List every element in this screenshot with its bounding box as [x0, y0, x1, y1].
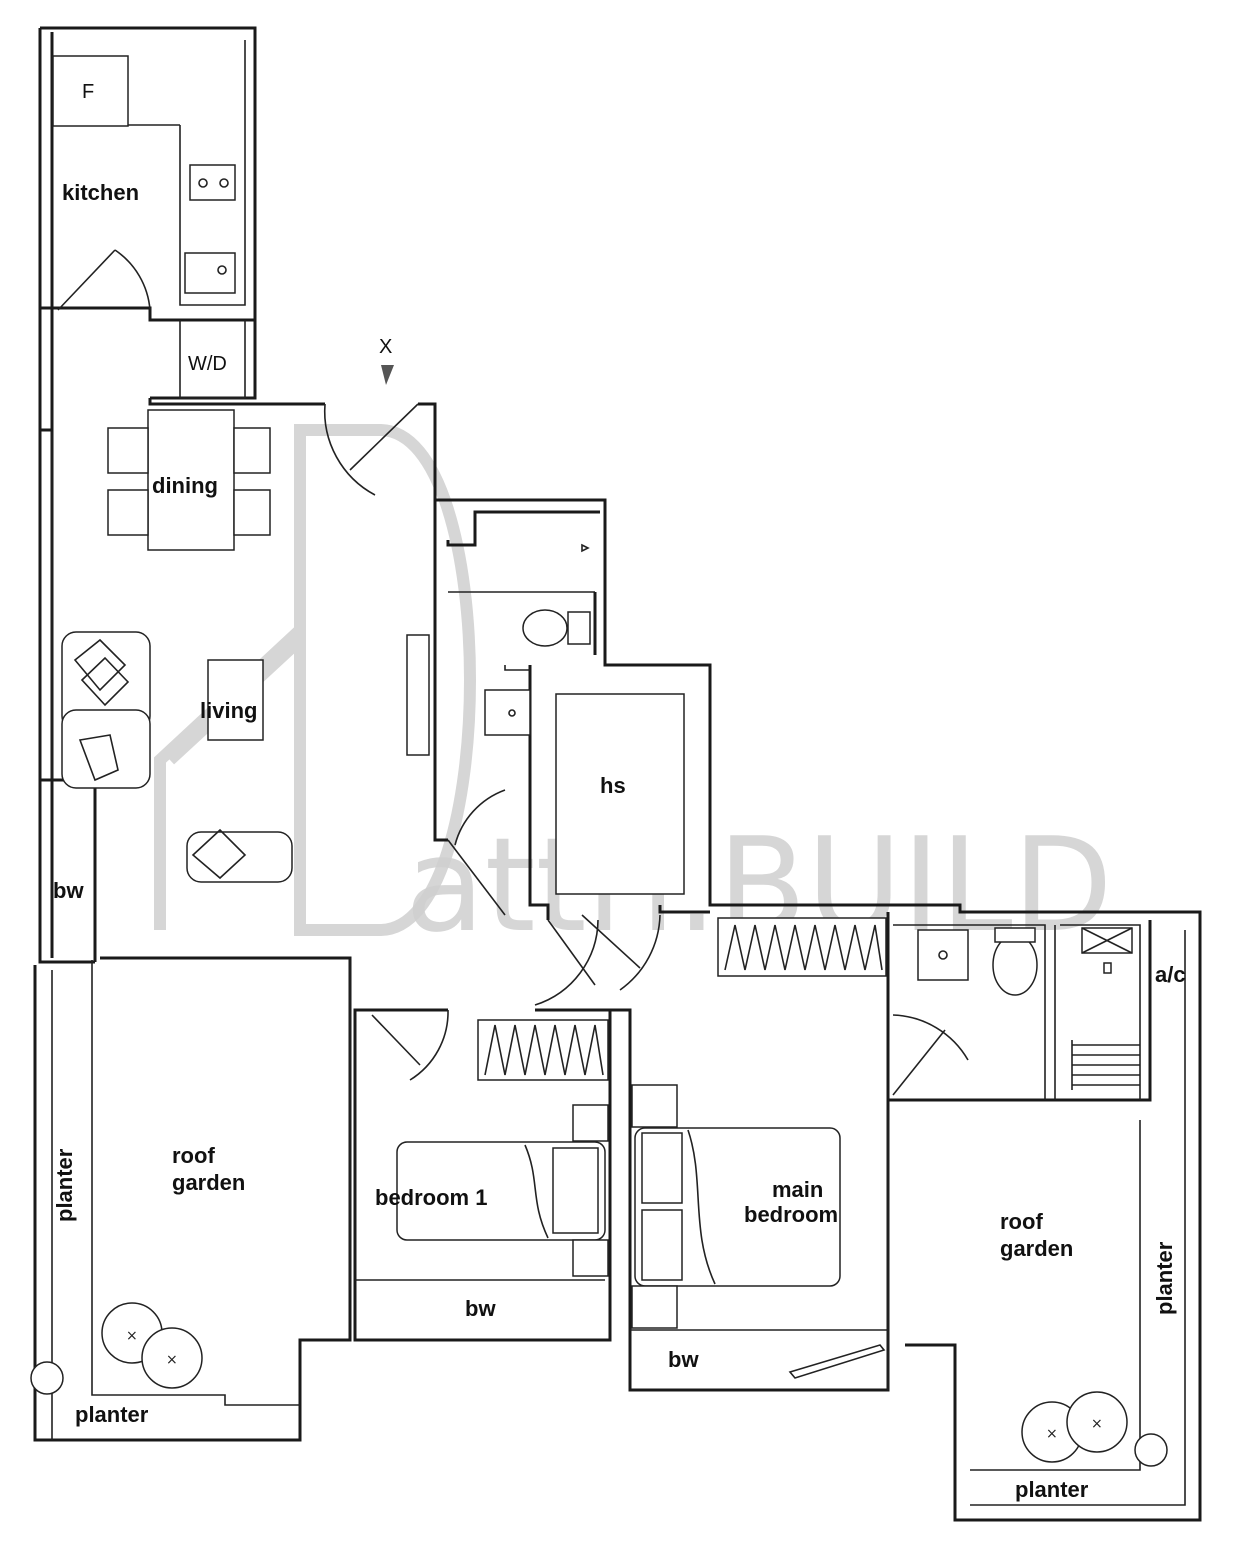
- tv-console: [406, 634, 430, 756]
- entrance-label: X: [379, 336, 392, 358]
- bedroom1-bed: [396, 1104, 609, 1277]
- toilet-icon: [992, 934, 1038, 996]
- entrance-marker: X: [379, 336, 394, 385]
- dining-chair: [107, 427, 149, 474]
- toilet-icon: [522, 609, 568, 647]
- arrow-down-icon: [381, 365, 394, 385]
- basin-icon: [917, 929, 969, 981]
- wardrobe: [477, 1019, 609, 1081]
- svg-text:×: ×: [1091, 1416, 1103, 1432]
- master-bath: [917, 927, 1133, 996]
- planter-right-vertical-label: planter: [1152, 1241, 1177, 1315]
- dining-chair: [107, 489, 149, 536]
- coffee-table: [207, 659, 264, 741]
- kitchen-label: kitchen: [62, 180, 139, 205]
- walls: [33, 26, 1202, 1522]
- bw-bedroom1-label: bw: [465, 1296, 496, 1321]
- dining-label: dining: [152, 473, 218, 498]
- svg-text:×: ×: [166, 1352, 178, 1368]
- living-furniture: [61, 631, 293, 883]
- bedroom1-label: bedroom 1: [375, 1185, 487, 1210]
- planter-pot: [1134, 1433, 1168, 1467]
- fridge-label: F: [82, 81, 94, 103]
- doors: [57, 249, 969, 1379]
- plant-icon: [1066, 1391, 1128, 1453]
- wd-label: W/D: [188, 353, 227, 375]
- kitchen-fixtures: F: [52, 55, 430, 756]
- plants: × × × ×: [30, 1302, 1168, 1467]
- dining-chair: [233, 427, 271, 474]
- planter-right-bottom-label: planter: [1015, 1477, 1089, 1502]
- living-label: living: [200, 698, 257, 723]
- main-bedroom-label-2: bedroom: [744, 1202, 838, 1227]
- fridge: [52, 55, 129, 127]
- plant-icon: [141, 1327, 203, 1389]
- wardrobes: [477, 917, 887, 1081]
- bw-living-label: bw: [53, 878, 84, 903]
- household-shelter: [555, 693, 685, 895]
- bw-main-label: bw: [668, 1347, 699, 1372]
- svg-text:×: ×: [126, 1328, 138, 1344]
- roof-garden-right-label-2: garden: [1000, 1236, 1073, 1261]
- dining-table: [147, 409, 235, 551]
- roof-garden-left-label-2: garden: [172, 1170, 245, 1195]
- sink-icon: [184, 252, 236, 294]
- main-bedroom-bed: [631, 1084, 841, 1329]
- roof-garden-left-label-1: roof: [172, 1143, 215, 1168]
- basin-icon: [484, 689, 531, 736]
- hs-label: hs: [600, 773, 626, 798]
- ac-label: a/c: [1155, 962, 1186, 987]
- dining-chair: [233, 489, 271, 536]
- watermark-d-shape: [294, 424, 476, 936]
- svg-text:×: ×: [1046, 1426, 1058, 1442]
- common-bath: [484, 543, 591, 736]
- roof-garden-right-label-1: roof: [1000, 1209, 1043, 1234]
- room-labels: kitchen W/D dining living hs bw roof gar…: [52, 180, 1186, 1502]
- armchair: [186, 831, 293, 883]
- planter-pot: [30, 1361, 64, 1395]
- planter-left-vertical-label: planter: [52, 1148, 77, 1222]
- wardrobe: [717, 917, 887, 977]
- planter-left-bottom-label: planter: [75, 1402, 149, 1427]
- main-bedroom-label-1: main: [772, 1177, 823, 1202]
- dining-set: [107, 409, 271, 551]
- sofa-seat: [61, 709, 151, 789]
